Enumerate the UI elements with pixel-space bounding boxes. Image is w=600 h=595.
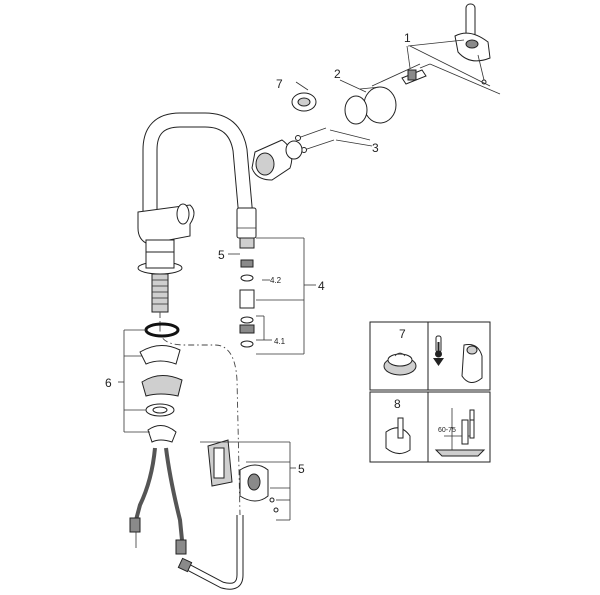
callout-4-1: 4.1 xyxy=(274,337,286,346)
callout-6: 6 xyxy=(105,376,112,390)
faucet-body xyxy=(137,203,195,313)
faucet-spout xyxy=(142,112,257,249)
thermometer-icon xyxy=(435,335,442,358)
hose-weight-parts xyxy=(207,439,279,513)
aerator-parts xyxy=(239,259,255,348)
callout-1: 1 xyxy=(404,31,411,45)
callout-5-top: 5 xyxy=(218,248,225,262)
group-5-bottom-leaders xyxy=(200,441,296,521)
inset-bottom-dimension: 60-75 xyxy=(438,427,456,434)
inset-bottom-number: 8 xyxy=(394,397,401,411)
hose-route xyxy=(159,312,241,516)
group-6-leaders xyxy=(118,329,150,433)
callout-4-2: 4.2 xyxy=(270,276,282,285)
inset-top-number: 7 xyxy=(399,327,406,341)
cartridge-parts xyxy=(251,63,431,181)
pullout-hose xyxy=(177,515,244,590)
callout-2: 2 xyxy=(334,67,341,81)
inset-bottom: 8 60-75 xyxy=(369,391,491,463)
lever-handle xyxy=(454,3,491,85)
inset-top: 7 xyxy=(369,321,491,391)
callout-7: 7 xyxy=(276,77,283,91)
callout-5-bottom: 5 xyxy=(298,462,305,476)
callout-4: 4 xyxy=(318,279,325,293)
mounting-parts xyxy=(139,322,183,443)
supply-hoses xyxy=(129,447,187,555)
callout-3: 3 xyxy=(372,141,379,155)
top-leaders xyxy=(295,39,501,147)
group-4-leaders xyxy=(228,237,316,355)
